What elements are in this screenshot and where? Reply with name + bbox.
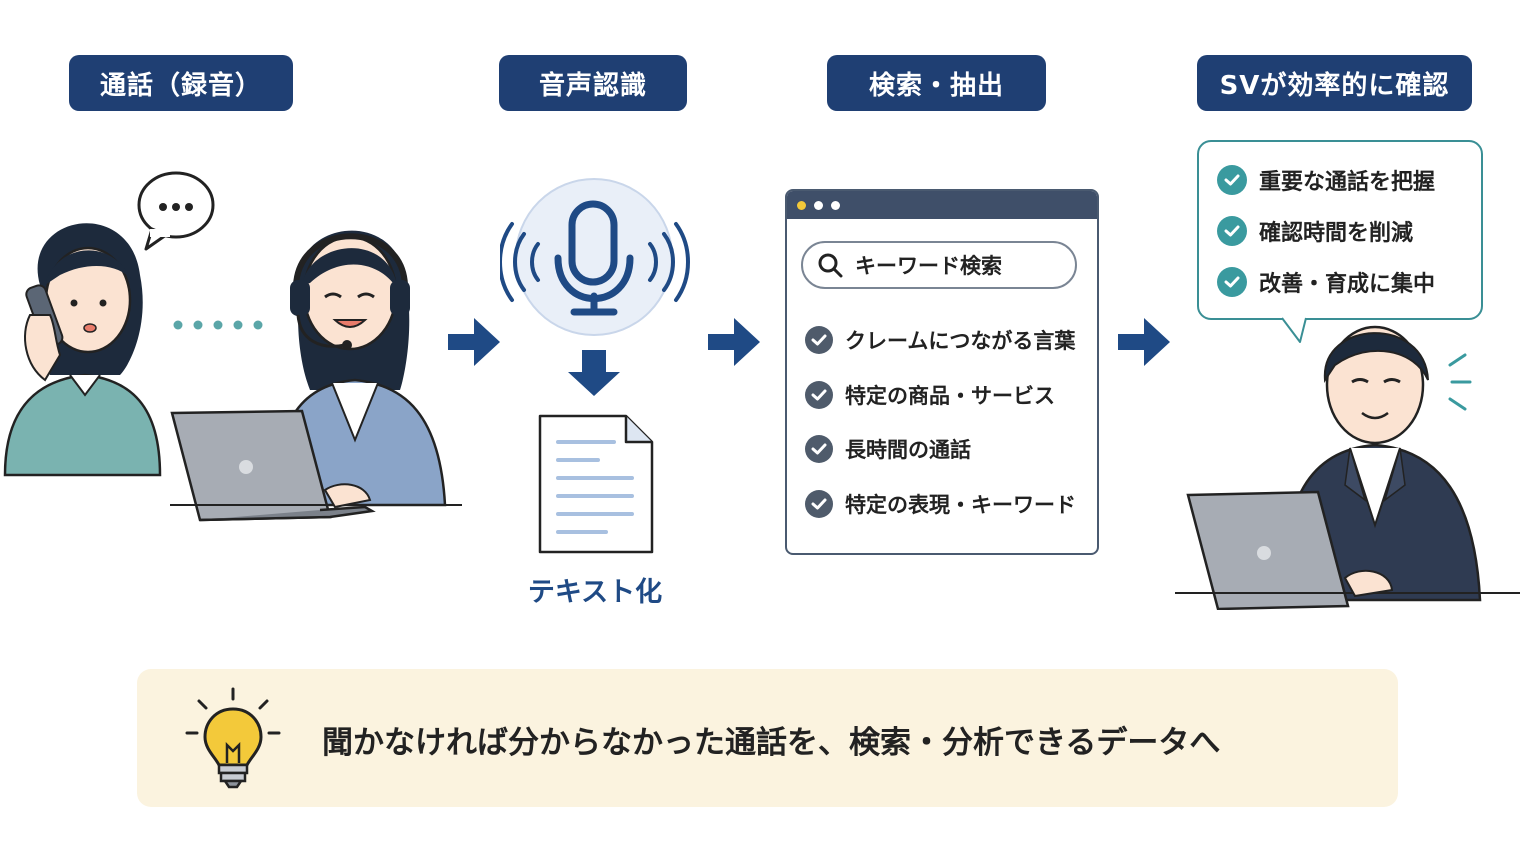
step-label-call: 通話（録音） (69, 55, 293, 111)
search-window: キーワード検索 クレームにつながる言葉 特定の商品・サービス 長時間の通話 特定… (785, 189, 1099, 555)
customer-woman-icon (3, 223, 162, 477)
supervisor-man-illustration (1175, 325, 1520, 610)
summary-banner: 聞かなければ分からなかった通話を、検索・分析できるデータへ (137, 669, 1398, 807)
bubble-tail-icon (1281, 316, 1307, 343)
criteria-item: 特定の商品・サービス (805, 380, 1055, 410)
search-icon (818, 253, 843, 278)
search-placeholder: キーワード検索 (855, 254, 1002, 278)
window-dot-icon (831, 200, 840, 210)
window-titlebar (787, 191, 1097, 219)
window-dot-icon (814, 200, 823, 210)
document-icon (538, 414, 654, 554)
benefit-label: 改善・育成に集中 (1259, 272, 1436, 297)
check-circle-icon (805, 381, 833, 409)
step-label-search-extract: 検索・抽出 (827, 55, 1046, 111)
arrow-down-icon (568, 350, 620, 396)
call-scene-illustration (3, 171, 462, 522)
sound-wave-left-icon (500, 222, 540, 302)
operator-laptop-icon (170, 409, 462, 522)
benefit-item: 改善・育成に集中 (1217, 266, 1435, 298)
summary-banner-text: 聞かなければ分からなかった通話を、検索・分析できるデータへ (322, 725, 1221, 761)
criteria-label: 特定の表現・キーワード (845, 493, 1076, 517)
check-circle-icon (805, 490, 833, 518)
criteria-item: 長時間の通話 (805, 434, 971, 464)
benefit-item: 重要な通話を把握 (1217, 164, 1435, 196)
benefit-item: 確認時間を削減 (1217, 215, 1413, 247)
keyword-search-input[interactable]: キーワード検索 (801, 241, 1077, 289)
benefit-label: 重要な通話を把握 (1259, 170, 1436, 195)
emphasis-lines-icon (1448, 353, 1472, 411)
benefits-bubble: 重要な通話を把握 確認時間を削減 改善・育成に集中 (1197, 140, 1483, 320)
criteria-label: クレームにつながる言葉 (845, 329, 1076, 353)
arrow-right-icon (1118, 318, 1170, 366)
window-dot-icon (797, 200, 806, 210)
check-circle-icon (805, 435, 833, 463)
criteria-label: 特定の商品・サービス (845, 384, 1055, 408)
speech-recognition-illustration (500, 178, 690, 396)
check-circle-icon (1217, 267, 1247, 297)
speech-bubble-icon (137, 171, 215, 251)
check-circle-icon (805, 326, 833, 354)
step-label-sv-review: SVが効率的に確認 (1197, 55, 1472, 111)
connection-dots (173, 320, 263, 330)
arrow-right-icon (708, 318, 760, 366)
benefit-label: 確認時間を削減 (1259, 221, 1414, 246)
supervisor-laptop-icon (1175, 490, 1520, 610)
check-circle-icon (1217, 216, 1247, 246)
check-circle-icon (1217, 165, 1247, 195)
arrow-right-icon (448, 318, 500, 366)
criteria-item: 特定の表現・キーワード (805, 489, 1076, 519)
text-conversion-caption: テキスト化 (527, 577, 663, 608)
criteria-item: クレームにつながる言葉 (805, 325, 1075, 355)
sound-wave-right-icon (648, 222, 690, 302)
lightbulb-icon (185, 687, 281, 789)
microphone-icon (554, 200, 634, 316)
criteria-label: 長時間の通話 (845, 438, 971, 462)
step-label-speech-recognition: 音声認識 (499, 55, 687, 111)
